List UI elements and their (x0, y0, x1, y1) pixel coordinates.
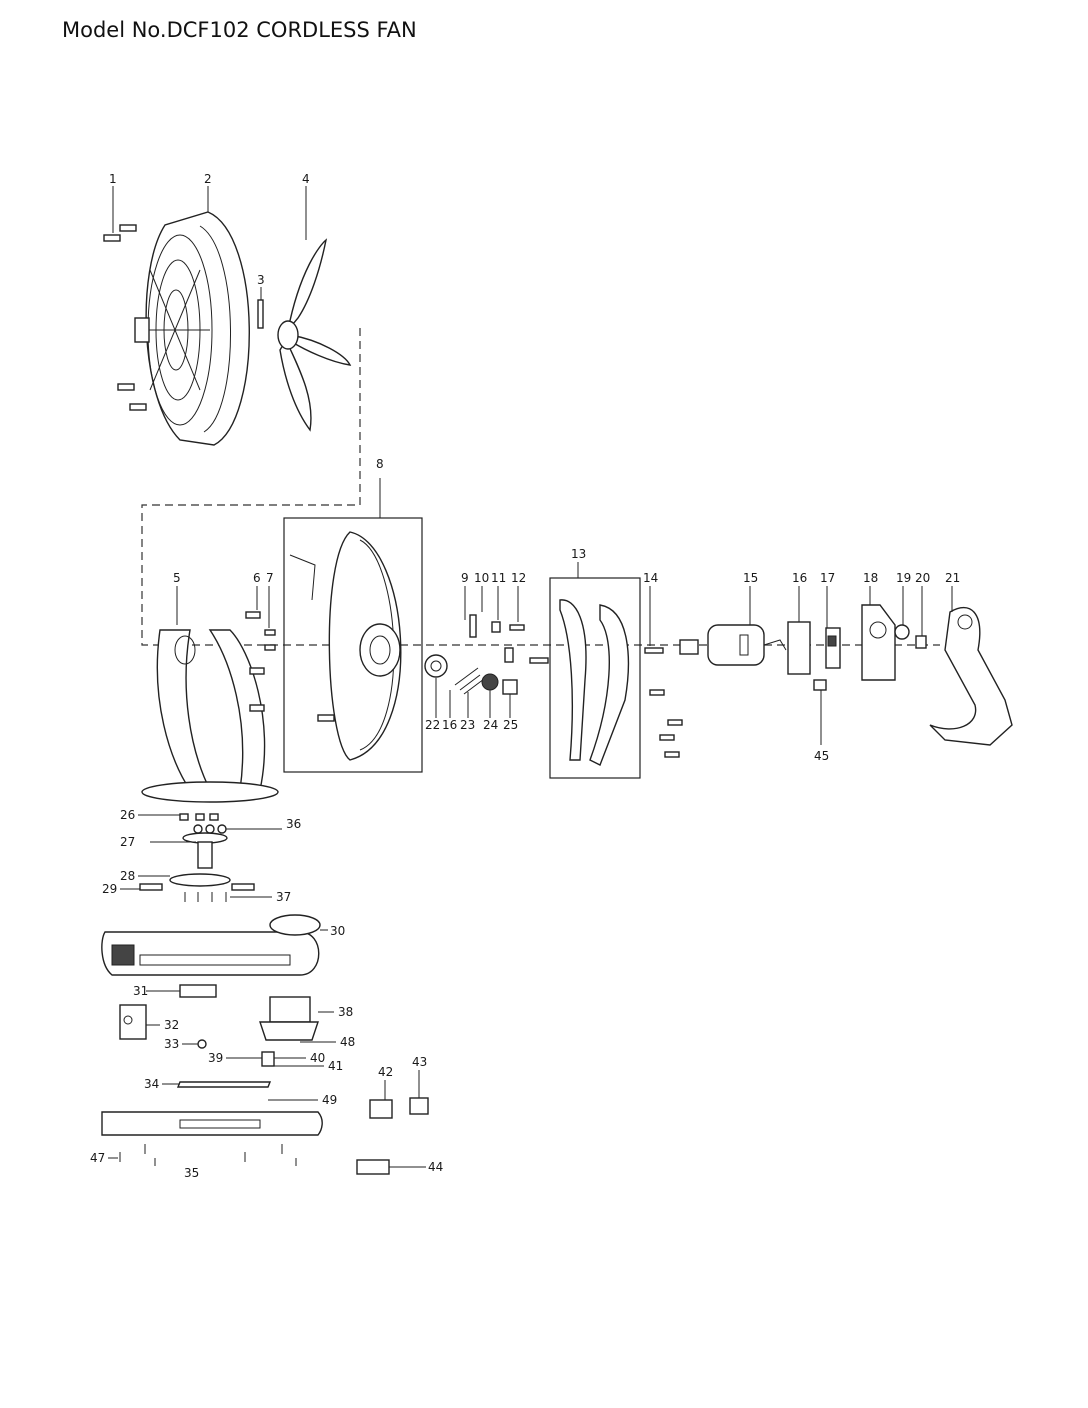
callout-17: 17 (820, 571, 835, 585)
callout-22: 22 (425, 718, 440, 732)
part-28-29-37-plate (139, 873, 255, 902)
parts-9-12-hardware (469, 614, 549, 664)
callout-12: 12 (511, 571, 526, 585)
part-13-arm-cover (559, 599, 629, 766)
part-30-base-housing (101, 914, 321, 976)
callout-33: 33 (164, 1037, 179, 1051)
callout-25: 25 (503, 718, 518, 732)
callout-36: 36 (286, 817, 301, 831)
part-42-43-connectors (369, 1097, 429, 1119)
callout-30: 30 (330, 924, 345, 938)
callout-7: 7 (266, 571, 274, 585)
callout-35: 35 (184, 1166, 199, 1180)
callout-37: 37 (276, 890, 291, 904)
callout-3: 3 (257, 273, 265, 287)
callout-34: 34 (144, 1077, 159, 1091)
callout-24: 24 (483, 718, 498, 732)
callout-20: 20 (915, 571, 930, 585)
callout-11: 11 (491, 571, 506, 585)
part-35-bottom-cover (101, 1111, 323, 1136)
callout-45: 45 (814, 749, 829, 763)
callout-19: 19 (896, 571, 911, 585)
part-33-nut (197, 1039, 207, 1049)
callout-8: 8 (376, 457, 384, 471)
part-47-screws (119, 1144, 297, 1166)
part-13-group-box (549, 577, 641, 779)
callout-49: 49 (322, 1093, 337, 1107)
part-6-7-screws (245, 611, 276, 712)
callout-29: 29 (102, 882, 117, 896)
callout-27: 27 (120, 835, 135, 849)
callout-16b: 16 (442, 718, 457, 732)
part-8-group-box (283, 517, 423, 773)
part-44-label (356, 1159, 390, 1175)
callout-47: 47 (90, 1151, 105, 1165)
part-31-32-switch (119, 984, 217, 1040)
part-27-shaft (182, 832, 228, 869)
callout-labels: 1 2 3 4 5 6 7 8 9 10 11 12 13 14 15 16 1… (90, 172, 960, 1180)
part-3-clip (257, 299, 264, 329)
callout-28: 28 (120, 869, 135, 883)
assembly-dash-line (141, 328, 940, 646)
part-14-screws (644, 647, 683, 758)
callout-40: 40 (310, 1051, 325, 1065)
callout-5: 5 (173, 571, 181, 585)
callout-18: 18 (863, 571, 878, 585)
callout-6: 6 (253, 571, 261, 585)
callout-43: 43 (412, 1055, 427, 1069)
callout-4: 4 (302, 172, 310, 186)
part-21-bracket (929, 606, 1013, 746)
callout-15: 15 (743, 571, 758, 585)
part-38-battery-mount (259, 996, 319, 1067)
part-16-17-brackets (787, 621, 841, 691)
part-34-plate (176, 1081, 272, 1088)
callout-48: 48 (340, 1035, 355, 1049)
part-26-36-nuts (179, 813, 227, 834)
callout-44: 44 (428, 1160, 443, 1174)
callout-41: 41 (328, 1059, 343, 1073)
callout-39: 39 (208, 1051, 223, 1065)
parts-22-25-knobs (424, 654, 518, 695)
callout-23: 23 (460, 718, 475, 732)
callout-31: 31 (133, 984, 148, 998)
callout-21: 21 (945, 571, 960, 585)
callout-32: 32 (164, 1018, 179, 1032)
callout-14: 14 (643, 571, 658, 585)
callout-42: 42 (378, 1065, 393, 1079)
part-18-20-gearbox (861, 604, 927, 681)
callout-38: 38 (338, 1005, 353, 1019)
page-title: Model No.DCF102 CORDLESS FAN (62, 18, 417, 42)
part-8-rear-housing (289, 531, 402, 761)
callout-10: 10 (474, 571, 489, 585)
part-15-motor (679, 624, 787, 666)
part-4-fan-blade (277, 238, 352, 432)
part-2-front-grille (134, 211, 250, 446)
callout-26: 26 (120, 808, 135, 822)
callout-2: 2 (204, 172, 212, 186)
callout-1: 1 (109, 172, 117, 186)
part-5-stand (141, 629, 279, 803)
callout-9: 9 (461, 571, 469, 585)
part-1-screws (103, 224, 147, 411)
callout-13: 13 (571, 547, 586, 561)
callout-16: 16 (792, 571, 807, 585)
